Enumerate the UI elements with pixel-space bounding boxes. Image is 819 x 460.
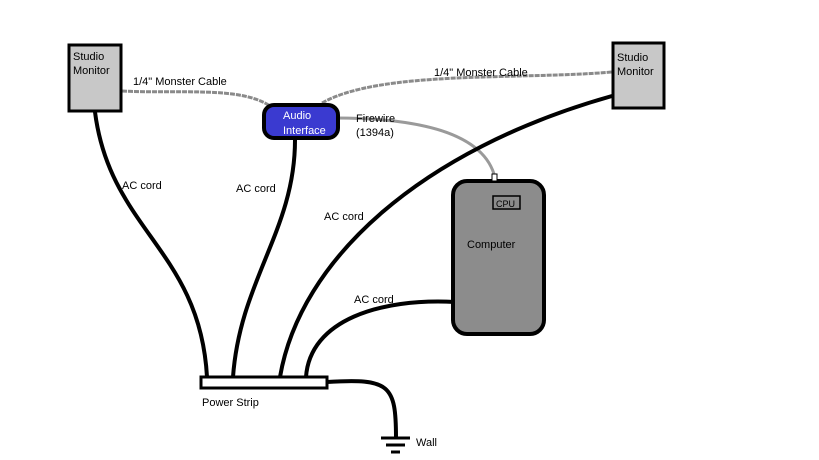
power-strip-label: Power Strip	[202, 397, 259, 409]
monitor-right-line2: Monitor	[617, 66, 654, 78]
firewire-port	[491, 173, 498, 182]
ac-cord-monitor-right	[278, 94, 613, 378]
monitor-left-line2: Monitor	[73, 65, 110, 77]
monitor-left-line1: Studio	[73, 51, 104, 63]
cpu-label: CPU	[496, 199, 515, 209]
monitor-right-line1: Studio	[617, 52, 648, 64]
ac-cord-interface	[231, 139, 297, 378]
ac-cord-monitor-right-label: AC cord	[324, 211, 364, 223]
studio-monitor-left	[67, 43, 123, 113]
firewire-cable	[335, 116, 496, 175]
audio-interface-line2: Interface	[283, 125, 326, 137]
ac-cord-computer-label: AC cord	[354, 294, 394, 306]
studio-monitor-right	[611, 41, 666, 110]
power-strip	[199, 375, 329, 390]
ac-cord-monitor-left-label: AC cord	[122, 180, 162, 192]
cpu-box	[492, 195, 521, 210]
audio-interface-line1: Audio	[283, 110, 311, 122]
wall-cord	[326, 379, 398, 439]
monster-cable-left-label: 1/4" Monster Cable	[133, 76, 227, 88]
firewire-label-line1: Firewire	[356, 113, 395, 125]
ac-cord-computer	[304, 299, 456, 378]
monster-cable-right-label: 1/4" Monster Cable	[434, 67, 528, 79]
computer-label: Computer	[467, 239, 516, 251]
audio-interface	[262, 103, 340, 140]
computer	[451, 179, 546, 336]
ground-icon	[381, 436, 410, 454]
wall-label: Wall	[416, 437, 437, 449]
monster-cable-left	[121, 89, 271, 108]
monster-cable-right	[321, 70, 613, 105]
firewire-label-line2: (1394a)	[356, 127, 394, 139]
ac-cord-interface-label: AC cord	[236, 183, 276, 195]
ac-cord-monitor-left	[93, 111, 209, 378]
